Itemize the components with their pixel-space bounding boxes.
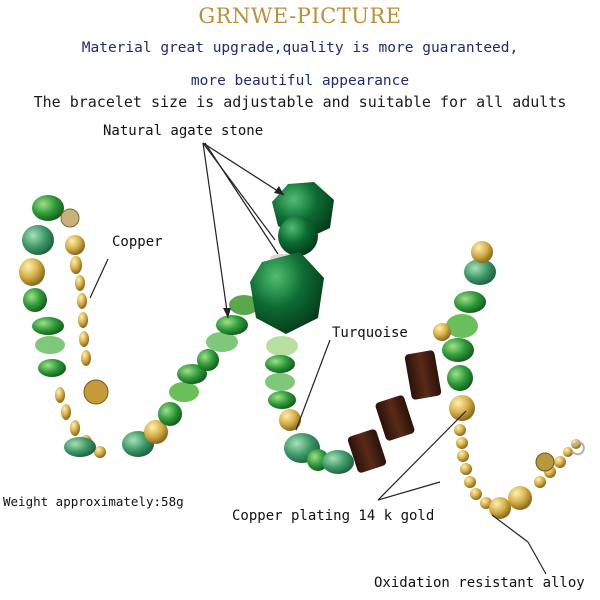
gold-bead-tail <box>454 424 586 519</box>
subtitle-line-1: Material great upgrade,quality is more g… <box>81 40 519 56</box>
page-title: GRNWE-PICTURE <box>198 4 402 28</box>
label-copper: Copper <box>112 234 163 250</box>
label-alloy: Oxidation resistant alloy <box>374 575 585 591</box>
annotation-arrowheads <box>223 186 284 318</box>
label-weight: Weight approximately:58g <box>3 494 184 509</box>
agate-stones <box>250 182 334 334</box>
subtitle-line-3: The bracelet size is adjustable and suit… <box>33 93 567 111</box>
label-turquoise: Turquoise <box>332 325 408 341</box>
middle-bead-strand <box>265 336 354 474</box>
right-bead-strand <box>433 241 496 421</box>
label-plating: Copper plating 14 k gold <box>232 508 435 524</box>
label-agate: Natural agate stone <box>103 123 264 139</box>
wood-beads <box>347 350 442 473</box>
subtitle-line-2: more beautiful appearance <box>190 73 410 89</box>
copper-chain <box>55 256 106 458</box>
annotation-lines <box>89 142 547 575</box>
left-bead-strand <box>19 195 259 457</box>
